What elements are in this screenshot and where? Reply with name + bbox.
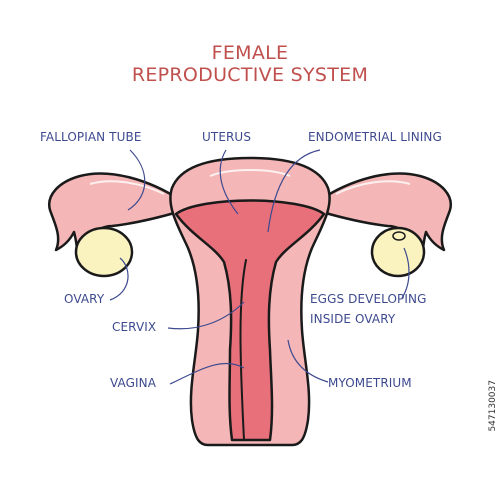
label-fallopian-tube: FALLOPIAN TUBE <box>40 130 142 144</box>
vagina-leader <box>169 362 245 385</box>
stock-image-id: 547130037 <box>488 380 498 432</box>
fallopian-tube-leader <box>127 149 146 211</box>
label-uterus: UTERUS <box>202 130 252 144</box>
ovary-leader <box>109 257 129 301</box>
eggs-leader <box>401 247 410 299</box>
diagram-title-line1: FEMALE <box>211 42 289 64</box>
label-endometrial-lining: ENDOMETRIAL LINING <box>308 130 442 144</box>
endometrial-lining-leader <box>267 149 321 233</box>
label-cervix: CERVIX <box>112 320 157 334</box>
label-ovary: OVARY <box>64 292 105 306</box>
endometrial-lining <box>174 199 326 442</box>
label-vagina: VAGINA <box>110 376 157 390</box>
label-eggs-line1: EGGS DEVELOPING <box>310 292 427 306</box>
cervix-leader <box>167 301 245 330</box>
label-myometrium: MYOMETRIUM <box>328 376 412 390</box>
myometrium-leader <box>287 339 329 383</box>
diagram-title-line2: REPRODUCTIVE SYSTEM <box>131 64 369 86</box>
label-eggs-line2: INSIDE OVARY <box>310 312 396 326</box>
uterus-leader <box>219 149 239 215</box>
left-ovary <box>74 226 134 278</box>
right-ovary <box>370 226 426 278</box>
vaginal-canal <box>239 259 247 441</box>
developing-egg <box>392 231 406 241</box>
